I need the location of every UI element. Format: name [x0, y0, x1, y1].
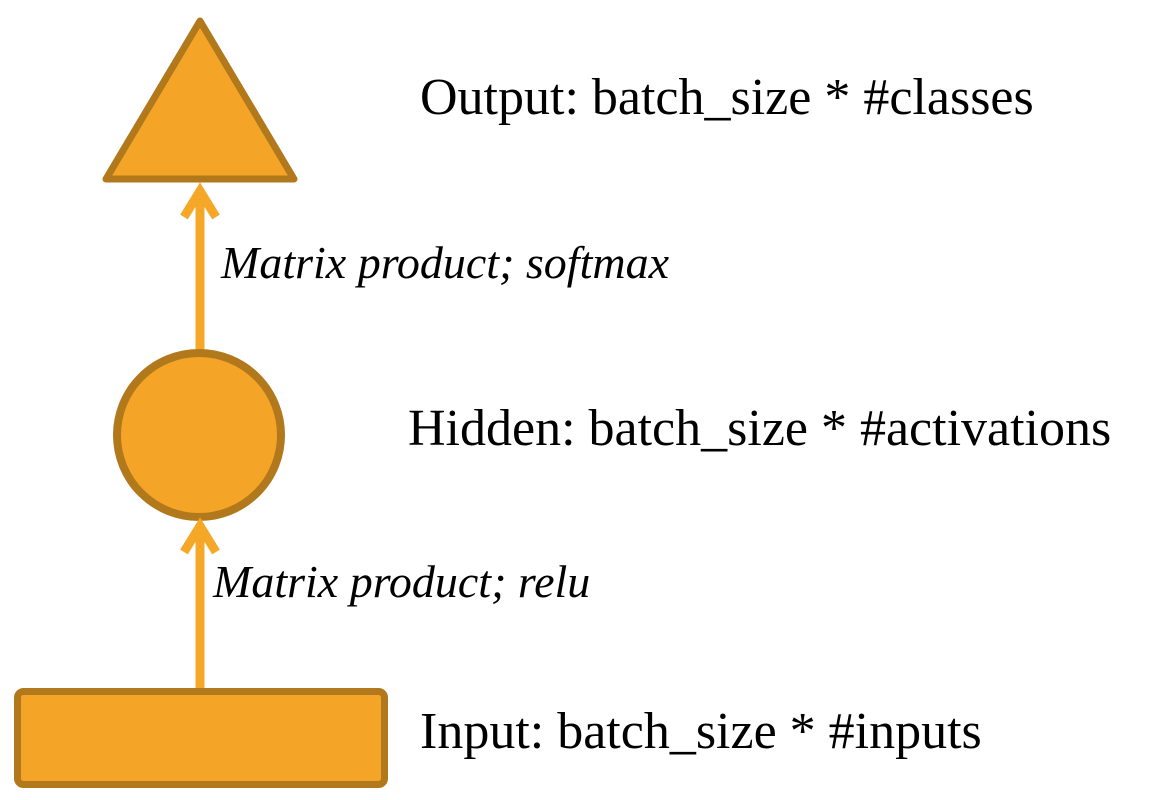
arrow-relu-head-icon	[180, 517, 220, 555]
input-rectangle-icon	[14, 688, 388, 788]
output-triangle-icon	[102, 17, 298, 183]
edge-softmax-label: Matrix product; softmax	[221, 237, 670, 288]
edge-relu-label: Matrix product; relu	[213, 556, 591, 607]
input-node-label: Input: batch_size * #inputs	[420, 703, 982, 760]
output-node-label: Output: batch_size * #classes	[420, 69, 1034, 126]
hidden-circle-icon	[113, 349, 285, 521]
arrow-softmax-head-icon	[180, 182, 220, 220]
hidden-node-label: Hidden: batch_size * #activations	[408, 400, 1112, 457]
